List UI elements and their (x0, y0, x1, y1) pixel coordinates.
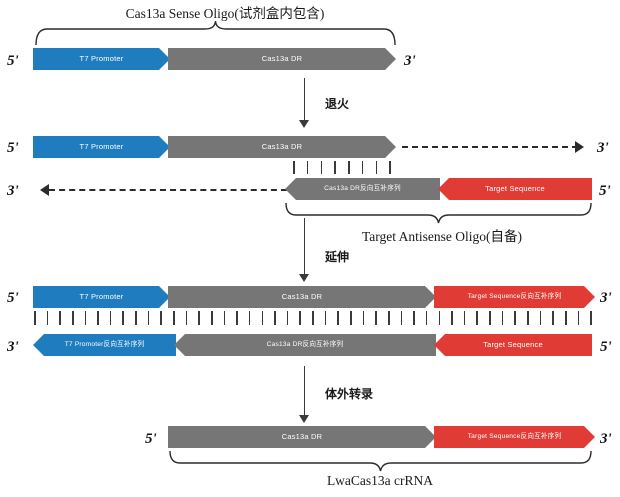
row2-top-segment-cas13a-dr: Cas13a DR (168, 136, 396, 158)
row2-top-three-prime-label: 3' (597, 140, 609, 156)
step1-arrow-head (299, 120, 309, 128)
row3-top-segment-target-sequence-rc: Target Sequence反向互补序列 (434, 286, 595, 308)
row3-basepair-ticks (34, 311, 592, 325)
row3-bottom-segment-target-sequence-label: Target Sequence (483, 340, 543, 350)
row2-bottom-dashed-arrowhead (40, 184, 49, 196)
row1-segment-t7-promoter: T7 Promoter (33, 48, 170, 70)
row3-top-segment-target-sequence-rc-label: Target Sequence反向互补序列 (467, 292, 562, 300)
row1-three-prime-label: 3' (404, 53, 416, 69)
row2-basepair-ticks (293, 161, 391, 174)
sense-oligo-brace (33, 20, 398, 46)
row2-bottom-five-prime-label: 5' (599, 183, 611, 199)
row2-bottom-segment-cas13a-dr-rc: Cas13a DR反向互补序列 (285, 178, 440, 200)
row4-five-prime-label: 5' (145, 431, 157, 447)
row1-segment-t7-promoter-label: T7 Promoter (79, 54, 124, 64)
row2-bottom-segment-cas13a-dr-rc-label: Cas13a DR反向互补序列 (324, 184, 401, 192)
row3-top-five-prime-label: 5' (7, 290, 19, 306)
row3-top-segment-cas13a-dr: Cas13a DR (168, 286, 436, 308)
row2-top-segment-t7-promoter: T7 Promoter (33, 136, 170, 158)
step2-label: 延伸 (325, 250, 350, 264)
row4-segment-cas13a-dr-label: Cas13a DR (281, 432, 323, 442)
row3-bottom-segment-cas13a-dr-rc-label: Cas13a DR反向互补序列 (266, 340, 344, 348)
row3-top-segment-cas13a-dr-label: Cas13a DR (281, 292, 323, 302)
step1-label: 退火 (325, 97, 350, 111)
step2-arrow-head (299, 274, 309, 282)
row4-segment-target-sequence-rc-label: Target Sequence反向互补序列 (467, 432, 562, 440)
antisense-oligo-brace (283, 202, 595, 224)
row3-top-three-prime-label: 3' (600, 290, 612, 306)
step3-arrow-line (304, 366, 305, 416)
row2-bottom-three-prime-label: 3' (7, 183, 19, 199)
row1-five-prime-label: 5' (7, 53, 19, 69)
antisense-oligo-caption: Target Antisense Oligo(自备) (361, 229, 523, 244)
row4-segment-target-sequence-rc: Target Sequence反向互补序列 (434, 426, 595, 448)
row2-top-dashed-extension (402, 146, 578, 148)
step3-arrow-head (299, 415, 309, 423)
row3-bottom-segment-target-sequence: Target Sequence (434, 334, 592, 356)
row1-segment-cas13a-dr-label: Cas13a DR (261, 54, 303, 64)
row3-bottom-segment-t7-promoter-rc-label: T7 Promoter反向互补序列 (64, 340, 145, 348)
row4-segment-cas13a-dr: Cas13a DR (168, 426, 436, 448)
sense-oligo-caption: Cas13a Sense Oligo(试剂盒内包含) (125, 6, 325, 21)
row2-bottom-segment-target-sequence: Target Sequence (438, 178, 592, 200)
row2-top-five-prime-label: 5' (7, 140, 19, 156)
row3-bottom-segment-t7-promoter-rc: T7 Promoter反向互补序列 (33, 334, 176, 356)
row3-bottom-five-prime-label: 5' (600, 339, 612, 355)
step2-arrow-line (304, 218, 305, 275)
row4-three-prime-label: 3' (600, 431, 612, 447)
row3-top-segment-t7-promoter-label: T7 Promoter (79, 292, 124, 302)
crrna-product-caption: LwaCas13a crRNA (326, 473, 434, 488)
crrna-product-brace (167, 450, 595, 472)
row3-top-segment-t7-promoter: T7 Promoter (33, 286, 170, 308)
row2-top-segment-t7-promoter-label: T7 Promoter (79, 142, 124, 152)
row2-top-segment-cas13a-dr-label: Cas13a DR (261, 142, 303, 152)
row2-top-dashed-arrowhead (575, 141, 584, 153)
row1-segment-cas13a-dr: Cas13a DR (168, 48, 396, 70)
step3-label: 体外转录 (325, 387, 374, 401)
row2-bottom-dashed-extension (49, 189, 287, 191)
step1-arrow-line (304, 78, 305, 121)
row3-bottom-three-prime-label: 3' (7, 339, 19, 355)
row3-bottom-segment-cas13a-dr-rc: Cas13a DR反向互补序列 (174, 334, 436, 356)
row2-bottom-segment-target-sequence-label: Target Sequence (485, 184, 545, 194)
